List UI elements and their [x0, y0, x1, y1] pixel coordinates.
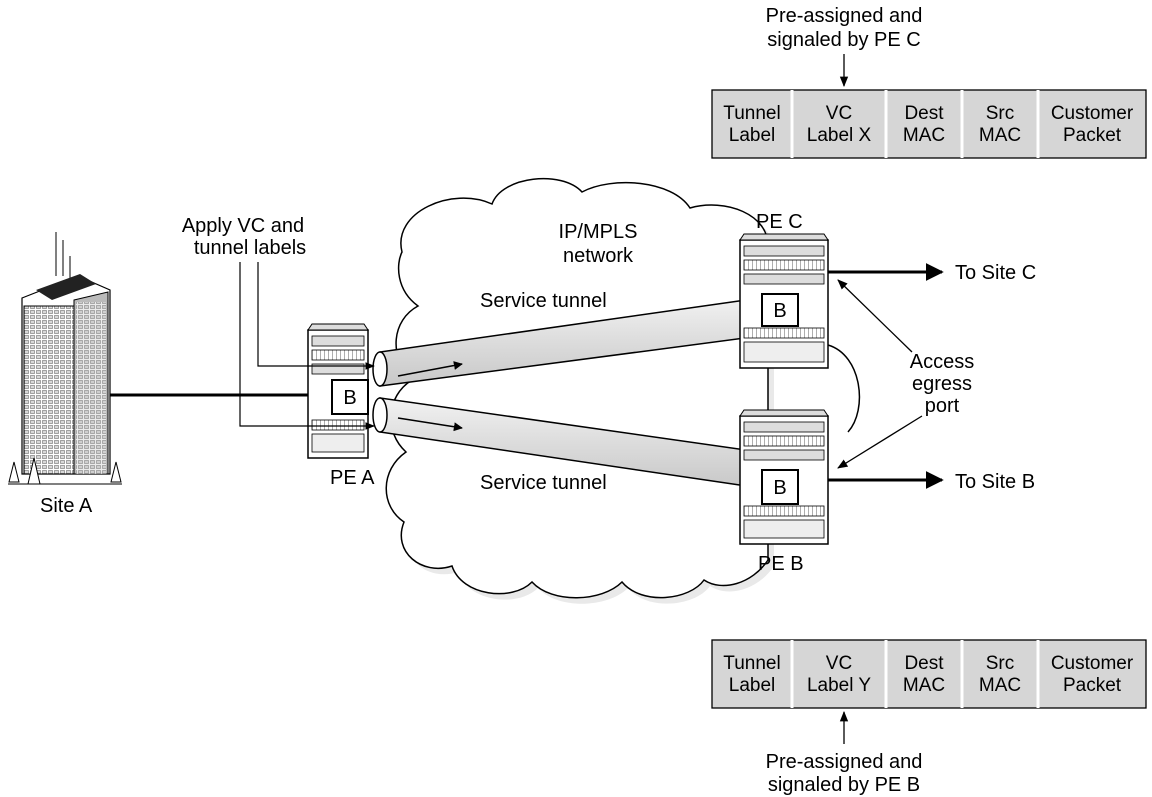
- packet-top-note-line1: Pre-assigned and: [766, 5, 923, 27]
- packet-format-top: [711, 89, 1147, 159]
- packet-top-field-5-line2: Packet: [1063, 125, 1122, 146]
- tunnel-label-upper: Service tunnel: [480, 290, 607, 312]
- access-egress-line2: egress: [912, 373, 972, 395]
- bridge-label-pe-b: B: [773, 477, 786, 499]
- packet-bottom-field-4-line2: MAC: [979, 675, 1021, 696]
- apply-labels-line2: tunnel labels: [194, 237, 306, 259]
- packet-bottom-note-line2: signaled by PE B: [768, 774, 920, 796]
- packet-top-field-4-line2: MAC: [979, 125, 1021, 146]
- packet-top-field-2-line2: Label X: [807, 125, 872, 146]
- bridge-label-pe-c: B: [773, 300, 786, 322]
- bridge-label-pe-a: B: [343, 387, 356, 409]
- packet-format-bottom: [711, 639, 1147, 709]
- site-a-label: Site A: [40, 495, 93, 517]
- callout-arrow-pe-b: [837, 415, 923, 469]
- callout-arrow-upper: [257, 262, 375, 370]
- packet-bottom-field-5-line2: Packet: [1063, 675, 1122, 696]
- packet-bottom-field-5-line1: Customer: [1051, 653, 1134, 674]
- packet-bottom-note-line1: Pre-assigned and: [766, 751, 923, 773]
- router-pe-c: [739, 233, 829, 369]
- building-icon: [8, 232, 122, 485]
- packet-top-field-1-line1: Tunnel: [723, 103, 780, 124]
- packet-bottom-field-2-line1: VC: [826, 653, 852, 674]
- packet-top-field-3-line1: Dest: [904, 103, 944, 124]
- router-pe-b: [739, 409, 829, 545]
- packet-bottom-field-1-line2: Label: [729, 675, 776, 696]
- tunnel-label-lower: Service tunnel: [480, 472, 607, 494]
- apply-labels-line1: Apply VC and: [182, 215, 304, 237]
- packet-bottom-field-4-line1: Src: [986, 653, 1015, 674]
- network-label-line2: network: [563, 245, 634, 267]
- packet-bottom-field-2-line2: Label Y: [807, 675, 871, 696]
- packet-top-field-3-line2: MAC: [903, 125, 945, 146]
- router-label-pe-b: PE B: [758, 553, 804, 575]
- router-pe-a: [307, 323, 369, 459]
- packet-top-field-4-line1: Src: [986, 103, 1015, 124]
- to-site-c-label: To Site C: [955, 262, 1036, 284]
- network-label-line1: IP/MPLS: [559, 221, 638, 243]
- access-egress-line1: Access: [910, 351, 974, 373]
- packet-bottom-field-3-line1: Dest: [904, 653, 944, 674]
- to-site-b-label: To Site B: [955, 471, 1035, 493]
- router-label-pe-a: PE A: [330, 467, 375, 489]
- callout-arrow-lower: [239, 262, 375, 430]
- packet-top-field-2-line1: VC: [826, 103, 852, 124]
- callout-arrow-pe-c: [837, 279, 913, 353]
- packet-bottom-field-1-line1: Tunnel: [723, 653, 780, 674]
- router-label-pe-c: PE C: [756, 211, 803, 233]
- packet-bottom-field-3-line2: MAC: [903, 675, 945, 696]
- access-egress-line3: port: [925, 395, 960, 417]
- packet-top-note-line2: signaled by PE C: [767, 29, 920, 51]
- mpls-cloud: [385, 178, 861, 604]
- packet-top-field-1-line2: Label: [729, 125, 776, 146]
- packet-top-field-5-line1: Customer: [1051, 103, 1134, 124]
